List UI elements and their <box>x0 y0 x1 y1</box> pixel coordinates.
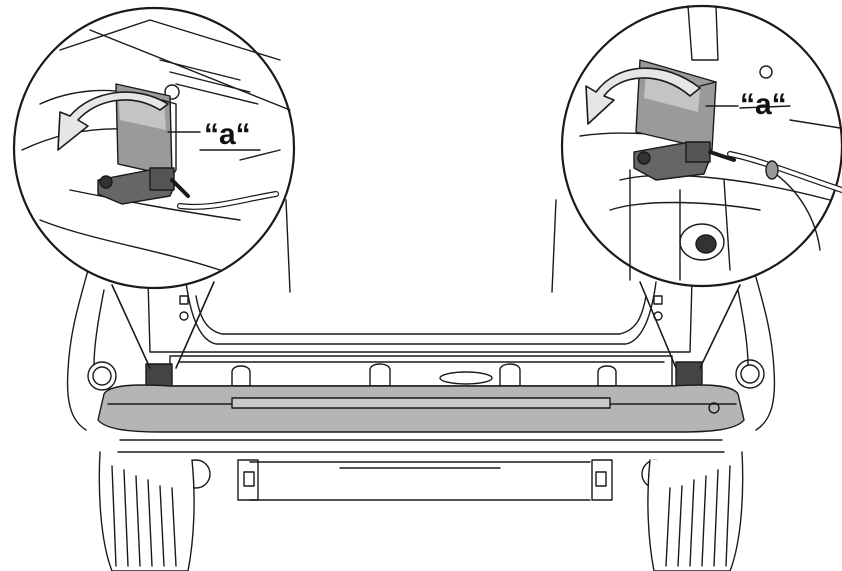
right-curved-arrow <box>585 67 701 125</box>
underbody <box>117 439 725 501</box>
right-callout-label: “a“ <box>740 88 787 121</box>
bumper-bar <box>97 384 745 433</box>
left-callout-label: “a“ <box>204 118 251 151</box>
left-reflector <box>87 361 117 391</box>
left-tire <box>98 451 195 571</box>
right-reflector <box>735 359 765 389</box>
left-detail-callout <box>12 6 296 369</box>
left-curved-arrow <box>57 91 169 151</box>
right-tire <box>647 451 744 571</box>
right-detail-callout <box>560 4 842 369</box>
